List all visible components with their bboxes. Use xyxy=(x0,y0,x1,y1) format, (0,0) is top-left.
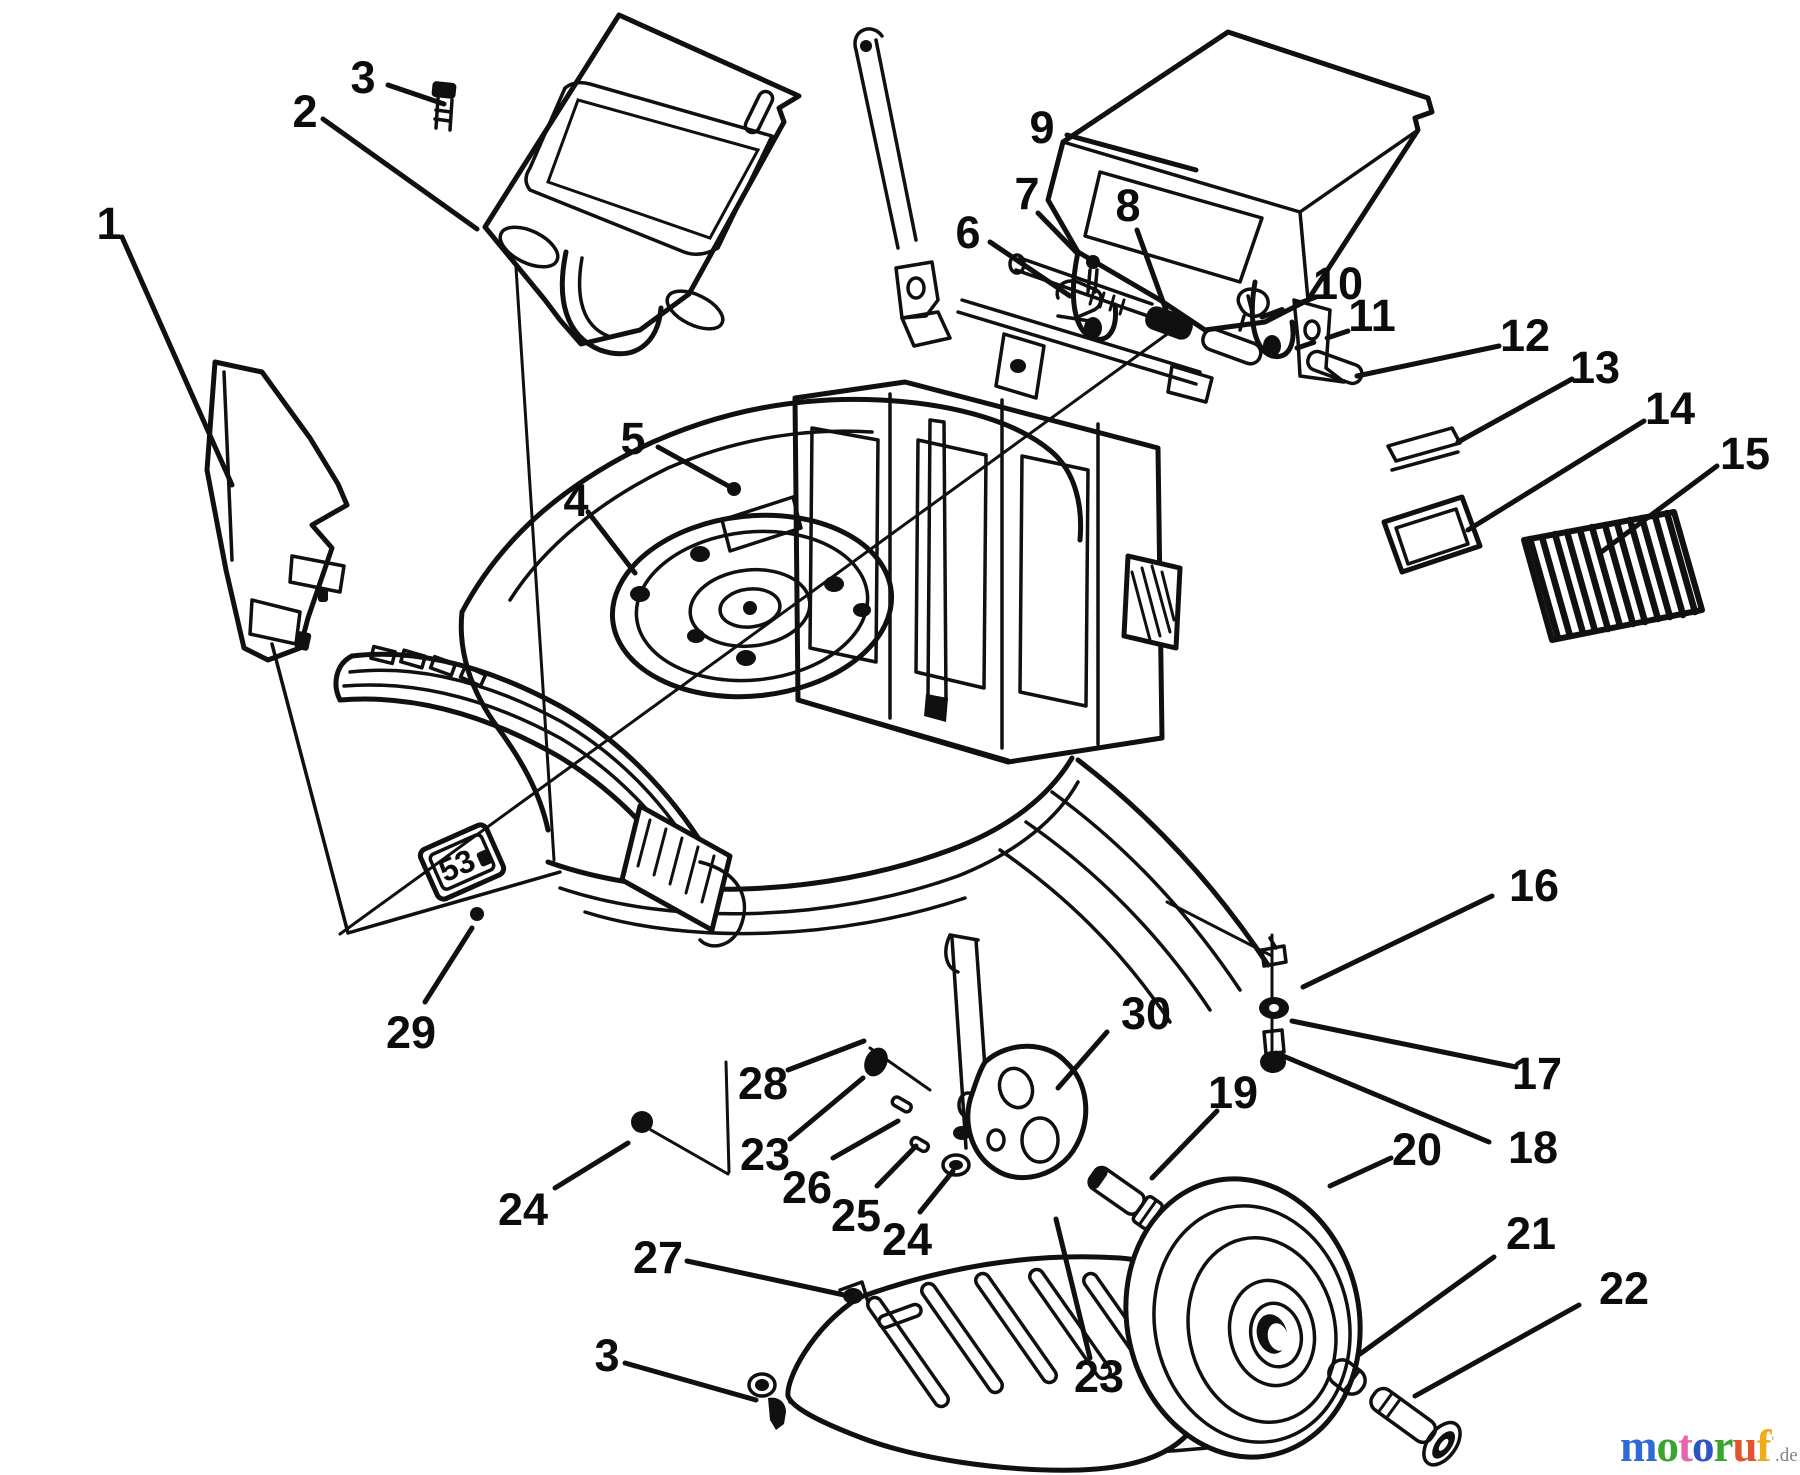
callout-leader-23 xyxy=(787,1075,866,1142)
callout-leader-10 xyxy=(1259,294,1319,320)
part-3-screw-bottom xyxy=(747,1372,786,1430)
logo-tick: ' xyxy=(1770,1434,1775,1451)
callout-leader-12 xyxy=(1354,343,1502,379)
callout-leader-24 xyxy=(917,1168,956,1215)
logo-letter: m xyxy=(1620,1421,1657,1471)
logo-letter: u xyxy=(1732,1421,1757,1471)
callout-leader-29 xyxy=(422,925,475,1005)
callout-dot-29 xyxy=(470,907,484,921)
callout-leader-5 xyxy=(655,444,735,491)
callout-leader-2 xyxy=(320,116,480,232)
logo-letter: o xyxy=(1656,1421,1679,1471)
callout-leader-30 xyxy=(1055,1029,1110,1091)
callout-leader-8 xyxy=(1134,227,1169,313)
callout-leader-28 xyxy=(785,1038,867,1073)
callout-leader-16 xyxy=(1300,893,1495,990)
callout-leader-23 xyxy=(1053,1216,1093,1361)
callout-leader-17 xyxy=(1289,1018,1519,1070)
callout-leader-6 xyxy=(987,239,1073,299)
callout-leader-22 xyxy=(1412,1302,1582,1399)
parts-16-17-18-hardware xyxy=(1259,933,1289,1073)
part-13-strip xyxy=(1386,426,1462,472)
callout-label-24: 24 xyxy=(882,1214,932,1265)
part-27-deflector-guard xyxy=(785,1254,1270,1473)
part-2-housing-cover xyxy=(482,12,802,357)
callout-label-5: 5 xyxy=(620,413,645,464)
callout-leader-20 xyxy=(1327,1155,1394,1189)
callout-label-19: 19 xyxy=(1208,1067,1258,1118)
callout-leader-21 xyxy=(1357,1254,1497,1357)
callout-label-13: 13 xyxy=(1570,342,1620,393)
logo-letter: t xyxy=(1678,1421,1693,1471)
callout-leader-4 xyxy=(585,509,638,576)
callout-label-11: 11 xyxy=(1348,290,1396,341)
callout-label-16: 16 xyxy=(1509,860,1559,911)
logo-suffix: .de xyxy=(1774,1445,1798,1466)
part-20-wheel xyxy=(1123,1176,1363,1460)
callout-leader-14 xyxy=(1465,418,1647,533)
callout-label-29: 29 xyxy=(386,1007,436,1058)
callout-leader-9 xyxy=(1064,132,1199,173)
callout-label-24: 24 xyxy=(498,1184,548,1235)
callout-leader-1 xyxy=(119,234,235,488)
callout-label-3: 3 xyxy=(350,52,375,103)
callout-label-12: 12 xyxy=(1500,310,1550,361)
callout-label-15: 15 xyxy=(1720,428,1770,479)
logo-letter: r xyxy=(1713,1421,1734,1471)
deck-badge-53: 53 xyxy=(417,822,507,902)
callout-label-30: 30 xyxy=(1121,988,1171,1039)
callout-label-22: 22 xyxy=(1599,1263,1649,1314)
parts-28-30-wheel-bracket xyxy=(631,933,1089,1180)
callout-leader-15 xyxy=(1597,463,1720,556)
part-19-bolt xyxy=(1087,1165,1164,1231)
callout-label-1: 1 xyxy=(96,198,121,249)
callout-leader-26 xyxy=(830,1118,901,1161)
part-5-label-plate xyxy=(720,495,803,553)
callout-label-4: 4 xyxy=(563,475,588,526)
part-14-frame xyxy=(1381,494,1483,575)
callout-label-10: 10 xyxy=(1313,258,1363,309)
part-3-bolt-top xyxy=(431,81,457,132)
callout-leader-3 xyxy=(385,82,447,107)
part-1-shield-plate xyxy=(204,359,350,663)
callout-leader-24 xyxy=(552,1140,631,1191)
logo-letter: o xyxy=(1692,1421,1714,1471)
callout-label-6: 6 xyxy=(955,207,980,258)
part-4-mower-deck xyxy=(270,396,1271,1024)
callout-label-2: 2 xyxy=(292,86,317,137)
callout-label-25: 25 xyxy=(831,1190,881,1241)
rear-bag-tunnel xyxy=(792,379,1183,765)
callout-label-21: 21 xyxy=(1506,1208,1556,1259)
part-15-hatched-pad xyxy=(1521,509,1705,643)
callout-leader-13 xyxy=(1455,376,1575,445)
callout-leader-25 xyxy=(874,1143,919,1189)
callout-leader-11 xyxy=(1294,328,1351,351)
callout-leader-19 xyxy=(1149,1108,1220,1181)
motoruf-logo[interactable]: motoruf'.de xyxy=(1620,1414,1800,1472)
callout-leader-7 xyxy=(1035,210,1080,256)
callout-label-20: 20 xyxy=(1392,1124,1442,1175)
callout-label-7: 7 xyxy=(1014,168,1039,219)
callout-label-9: 9 xyxy=(1029,102,1054,153)
part-29-front-bumper: 53 xyxy=(333,644,747,948)
part-22-axle-bolt xyxy=(1369,1386,1462,1467)
callout-label-18: 18 xyxy=(1508,1122,1558,1173)
callout-label-3: 3 xyxy=(594,1330,619,1381)
callout-label-23: 23 xyxy=(1074,1351,1124,1402)
logo-letter: f xyxy=(1756,1421,1772,1471)
callout-leader-18 xyxy=(1273,1050,1492,1145)
callout-label-27: 27 xyxy=(633,1232,683,1283)
callout-label-17: 17 xyxy=(1512,1048,1562,1099)
callout-label-14: 14 xyxy=(1645,383,1695,434)
callout-label-23: 23 xyxy=(740,1129,790,1180)
part-21-bushing xyxy=(1327,1358,1367,1396)
callout-label-26: 26 xyxy=(782,1162,832,1213)
callout-label-8: 8 xyxy=(1115,180,1140,231)
callout-label-28: 28 xyxy=(738,1058,788,1109)
callout-dot-5 xyxy=(727,482,741,496)
callout-leader-27 xyxy=(684,1258,861,1301)
callout-leader-3 xyxy=(622,1360,759,1403)
